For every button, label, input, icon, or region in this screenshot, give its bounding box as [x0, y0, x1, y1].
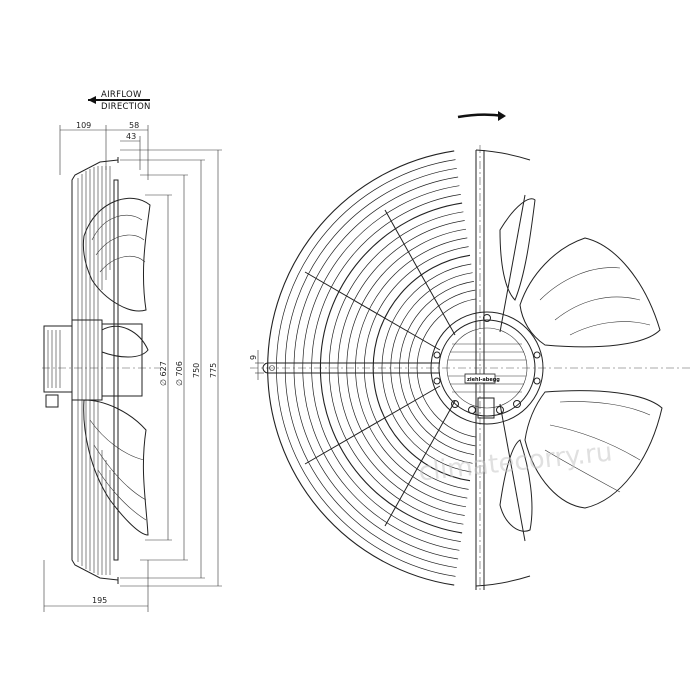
rotation-arrow-head-icon	[498, 111, 506, 121]
dim-706: ∅ 706	[175, 361, 184, 386]
blade-middle	[101, 325, 149, 358]
airflow-direction-label: AIRFLOW DIRECTION	[88, 90, 151, 112]
guard-ring	[355, 237, 468, 499]
dim-9: 9	[249, 355, 258, 360]
rotor	[101, 323, 143, 397]
dim-109: 109	[76, 121, 91, 130]
brand-text: ziehl-abegg	[467, 377, 500, 383]
guard-ring	[302, 185, 460, 551]
hub-grille	[448, 343, 526, 393]
guard-spokes	[304, 194, 526, 542]
side-view: 109 58 43	[42, 121, 222, 612]
fan-blades	[499, 198, 663, 532]
guard-ring	[416, 298, 477, 438]
front-view: 9	[249, 111, 690, 590]
guard-ribs	[77, 166, 111, 575]
dim-43: 43	[126, 132, 136, 141]
direction-text: DIRECTION	[101, 102, 151, 112]
terminal-box	[45, 394, 59, 408]
blade-top	[499, 198, 536, 301]
mounting-bar	[262, 362, 440, 374]
guard-ring	[284, 167, 457, 569]
hub-inner	[438, 319, 536, 417]
guard-ring	[381, 263, 472, 473]
guard-ring	[390, 272, 473, 464]
guard-ring	[337, 220, 465, 516]
blade-bottom	[499, 439, 533, 532]
dim-627: ∅ 627	[159, 361, 168, 386]
blade-lower	[83, 399, 149, 536]
guard-ring	[399, 281, 474, 455]
dim-58: 58	[129, 121, 139, 130]
rotation-arrow	[457, 113, 505, 119]
airflow-arrow-head-icon	[88, 96, 96, 104]
guard-ring	[328, 211, 464, 525]
guard-outline	[71, 159, 119, 581]
guard-ring	[408, 289, 476, 447]
guard-ring	[293, 176, 459, 560]
dim-750: 750	[192, 363, 201, 378]
motor-hub	[71, 319, 103, 401]
dim-775: 775	[209, 363, 218, 378]
hub-bolts	[433, 314, 541, 414]
guard-ring	[346, 228, 467, 508]
guard-ring	[276, 159, 456, 577]
guard-ring	[363, 246, 469, 490]
hub-outer	[430, 311, 544, 425]
dim-195: 195	[92, 596, 107, 605]
blade-bottom-right	[524, 390, 663, 509]
guard-ring	[267, 150, 455, 586]
nozzle-rim	[113, 179, 119, 561]
guard-ring	[311, 194, 461, 542]
blade-upper	[82, 197, 151, 312]
blade-top-right	[519, 237, 661, 348]
airflow-text: AIRFLOW	[101, 90, 142, 100]
guard-ring	[372, 254, 471, 482]
cable-gland	[477, 397, 495, 419]
brand-plate	[464, 373, 496, 384]
vertical-dimensions	[120, 149, 222, 587]
